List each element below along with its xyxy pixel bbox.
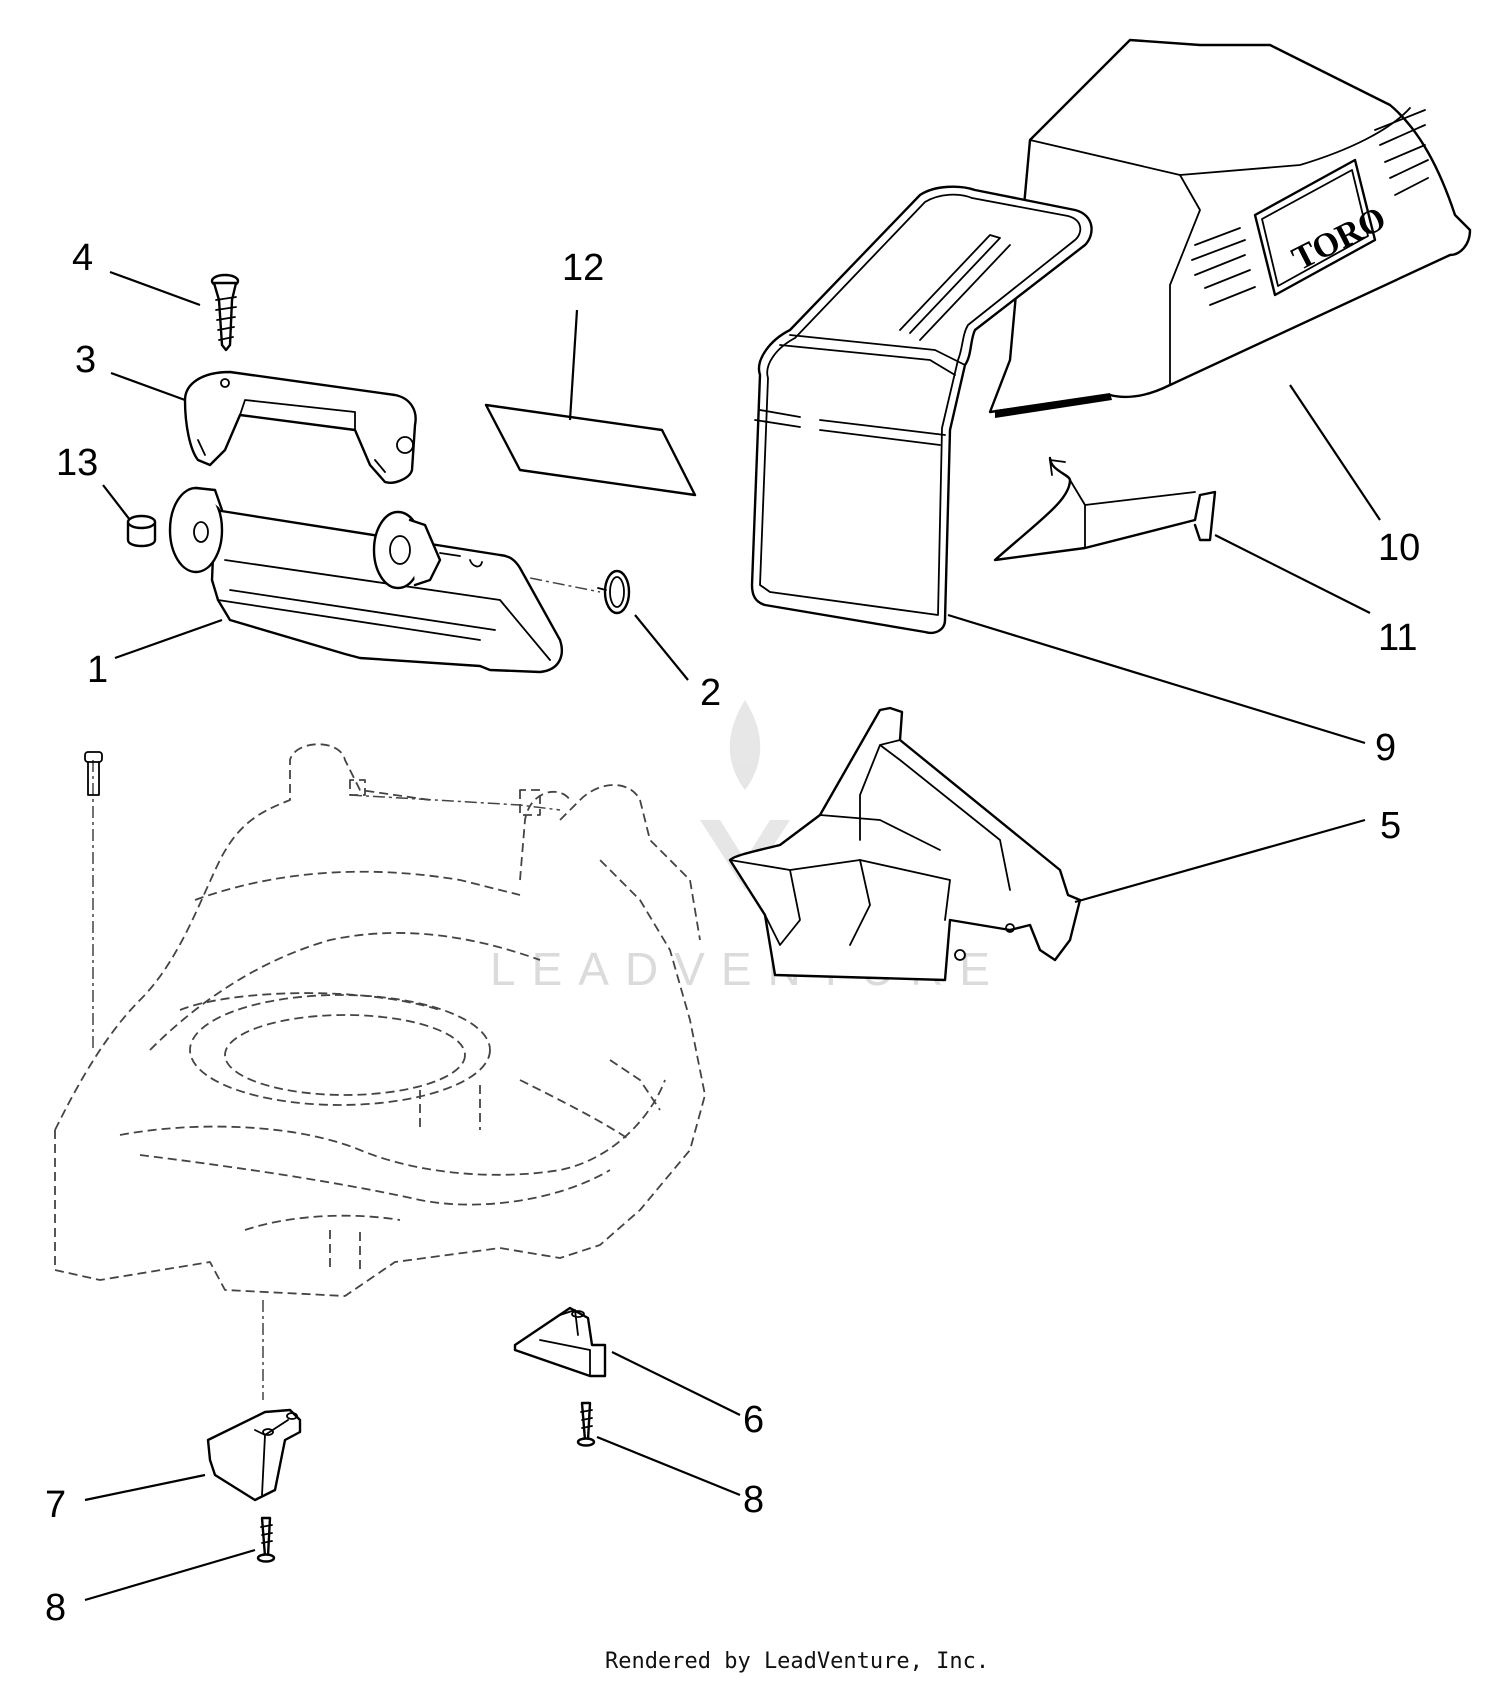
bushing-part-13: [126, 514, 157, 548]
callout-12: 12: [562, 247, 604, 289]
callout-11: 11: [1378, 617, 1417, 659]
callout-7: 7: [45, 1484, 66, 1526]
leader-7: [84, 1473, 206, 1502]
deflector-part-11: [993, 456, 1217, 562]
callout-3: 3: [75, 339, 96, 381]
bracket-part-6: [513, 1306, 607, 1378]
decal-part-12: [484, 403, 697, 497]
callout-8-upper: 8: [743, 1479, 764, 1521]
chute-part-5: [728, 706, 1082, 982]
screw-part-8-upper: [576, 1401, 596, 1447]
callout-10: 10: [1378, 527, 1420, 569]
leader-13: [102, 484, 131, 521]
handle-bracket-part-3: [183, 370, 417, 484]
callout-5: 5: [1380, 805, 1401, 847]
leader-lines: [84, 270, 1381, 1602]
grass-bag-part-10: TORO: [988, 38, 1472, 418]
rear-door-part-1: [168, 486, 563, 674]
leader-5: [1074, 818, 1366, 904]
callout-1: 1: [87, 649, 108, 691]
callout-8-lower: 8: [45, 1587, 66, 1629]
footer-credit: Rendered by LeadVenture, Inc.: [605, 1649, 989, 1674]
callout-6: 6: [743, 1399, 764, 1441]
leader-3: [110, 371, 186, 402]
callout-9: 9: [1375, 727, 1396, 769]
leader-6: [611, 1351, 741, 1416]
leader-12: [568, 309, 579, 421]
v-watermark-icon: [700, 820, 790, 890]
flame-watermark-icon: [729, 700, 761, 790]
leader-9: [947, 613, 1366, 745]
deck-bolt: [84, 751, 103, 796]
screw-part-8-lower: [256, 1516, 276, 1563]
leader-4: [109, 270, 201, 307]
callout-13: 13: [56, 442, 98, 484]
spring-part-2: [597, 569, 631, 615]
leader-10: [1289, 384, 1381, 521]
bag-frame-part-9: [750, 185, 1093, 634]
mower-deck-phantom: [54, 743, 706, 1297]
leader-2: [634, 614, 689, 681]
screw-part-4: [210, 273, 240, 352]
callout-2: 2: [700, 672, 721, 714]
leader-8-lower: [84, 1548, 256, 1602]
bracket-part-7: [206, 1408, 302, 1502]
leader-8-upper: [596, 1435, 741, 1497]
callout-4: 4: [72, 237, 93, 279]
leader-11: [1214, 534, 1371, 614]
leader-1: [114, 618, 223, 660]
callout-labels: 4 3 13 1 2 12 10 11 9 5 6 8 7 8: [45, 237, 1420, 1629]
